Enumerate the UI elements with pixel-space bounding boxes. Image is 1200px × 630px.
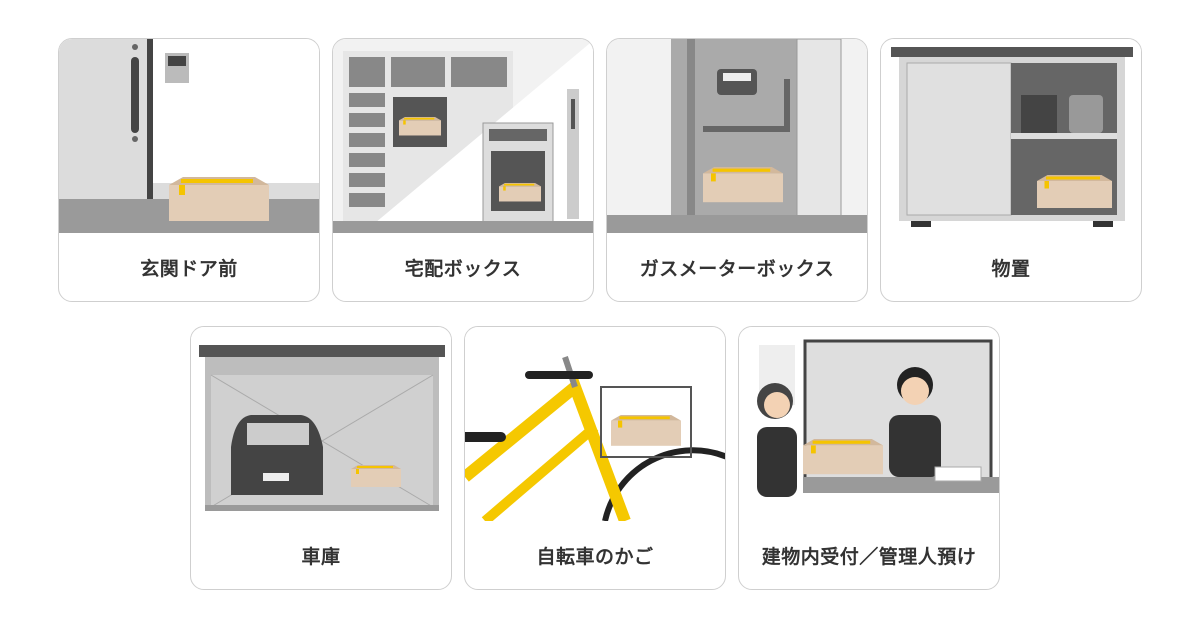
garage-illustration: [191, 327, 451, 521]
location-card-storage-shed: 物置: [880, 38, 1142, 302]
location-label: 物置: [991, 257, 1031, 280]
location-card-gas-meter-box: ガスメーターボックス: [606, 38, 868, 302]
location-label: 宅配ボックス: [404, 257, 522, 280]
location-card-bicycle-basket: 自転車のかご: [464, 326, 726, 590]
reception-illustration: [739, 327, 999, 521]
location-label: 自転車のかご: [536, 545, 654, 568]
location-card-delivery-box: 宅配ボックス: [332, 38, 594, 302]
location-label: 車庫: [301, 545, 341, 568]
location-card-garage: 車庫: [190, 326, 452, 590]
location-label: ガスメーターボックス: [639, 257, 835, 280]
delivery-box-illustration: [333, 39, 593, 233]
location-card-front-door: 玄関ドア前: [58, 38, 320, 302]
gas-meter-box-illustration: [607, 39, 867, 233]
location-label: 玄関ドア前: [140, 257, 238, 280]
location-label: 建物内受付／管理人預け: [761, 545, 977, 568]
storage-shed-illustration: [881, 39, 1141, 233]
bicycle-basket-illustration: [465, 327, 725, 521]
front-door-illustration: [59, 39, 319, 233]
location-card-reception: 建物内受付／管理人預け: [738, 326, 1000, 590]
